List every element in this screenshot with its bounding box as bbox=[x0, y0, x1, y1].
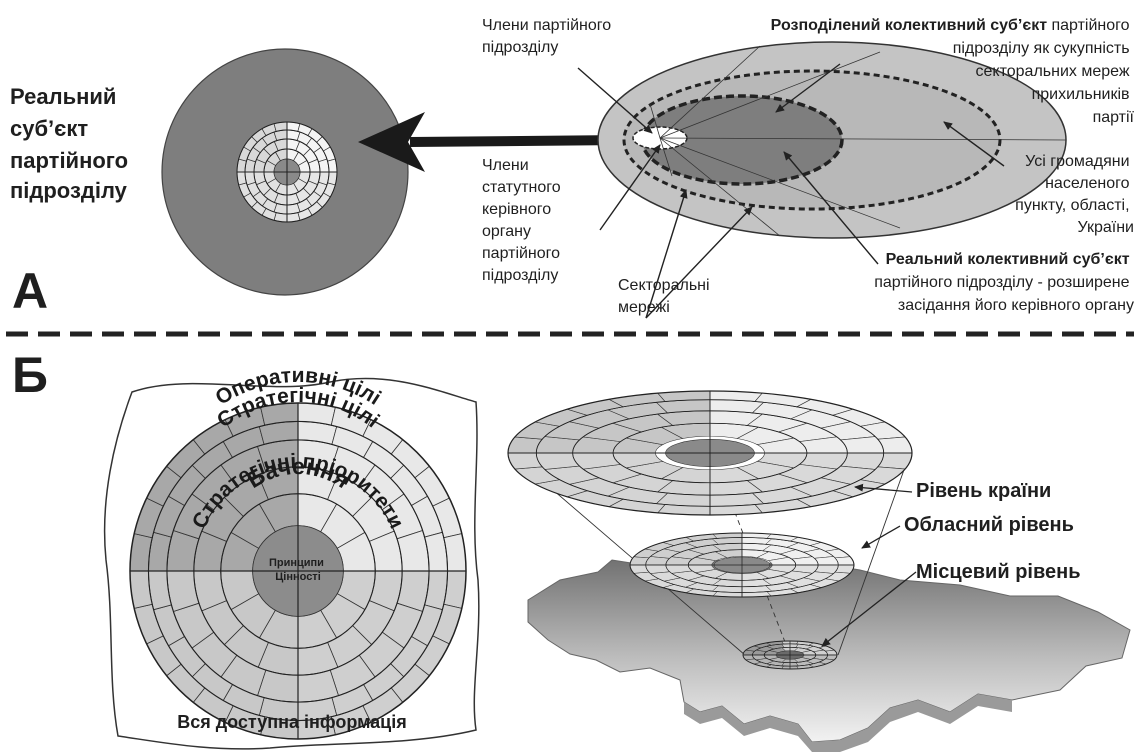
local-level-label: Місцевий рівень bbox=[916, 561, 1081, 583]
sector-networks-label: Секторальні мережі bbox=[618, 277, 714, 316]
citizens-label: Усі громадяни населеного пункту, області… bbox=[1015, 153, 1134, 236]
local-level-disc bbox=[742, 640, 838, 670]
pointer-lines bbox=[577, 63, 1005, 319]
small-polar-grid bbox=[236, 121, 338, 223]
real-collective-label: Реальний колективний суб’єкт партійного … bbox=[874, 251, 1134, 314]
section-b: Б Оперативні цілі Стратегічні цілі Страт… bbox=[12, 347, 1131, 752]
real-subject-label: Реальний суб’єкт партійного підрозділу bbox=[10, 84, 134, 203]
ellipse-spokes bbox=[649, 45, 1067, 237]
level-pointers bbox=[821, 483, 917, 647]
section-b-letter: Б bbox=[12, 347, 48, 403]
core-label: Принципи Цінності bbox=[269, 557, 327, 583]
members-unit-label: Члени партійного підрозділу bbox=[482, 17, 616, 56]
population-ellipses bbox=[597, 41, 1067, 239]
regional-level-label: Обласний рівень bbox=[904, 514, 1074, 536]
section-a-letter: А bbox=[12, 263, 48, 319]
strategy-polar-grid bbox=[129, 402, 467, 740]
country-level-label: Рівень країни bbox=[916, 480, 1051, 502]
country-level-disc bbox=[507, 390, 913, 516]
regional-level-disc bbox=[629, 532, 855, 598]
big-arrow bbox=[358, 112, 626, 172]
members-board-label: Члени статутного керівного органу партій… bbox=[482, 157, 565, 284]
section-a: Реальний суб’єкт партійного підрозділу Ч… bbox=[10, 17, 1135, 319]
all-information-label: Вся доступна інформація bbox=[177, 712, 407, 732]
distributed-subject-label: Розподілений колективний суб’єкт партійн… bbox=[771, 17, 1135, 126]
